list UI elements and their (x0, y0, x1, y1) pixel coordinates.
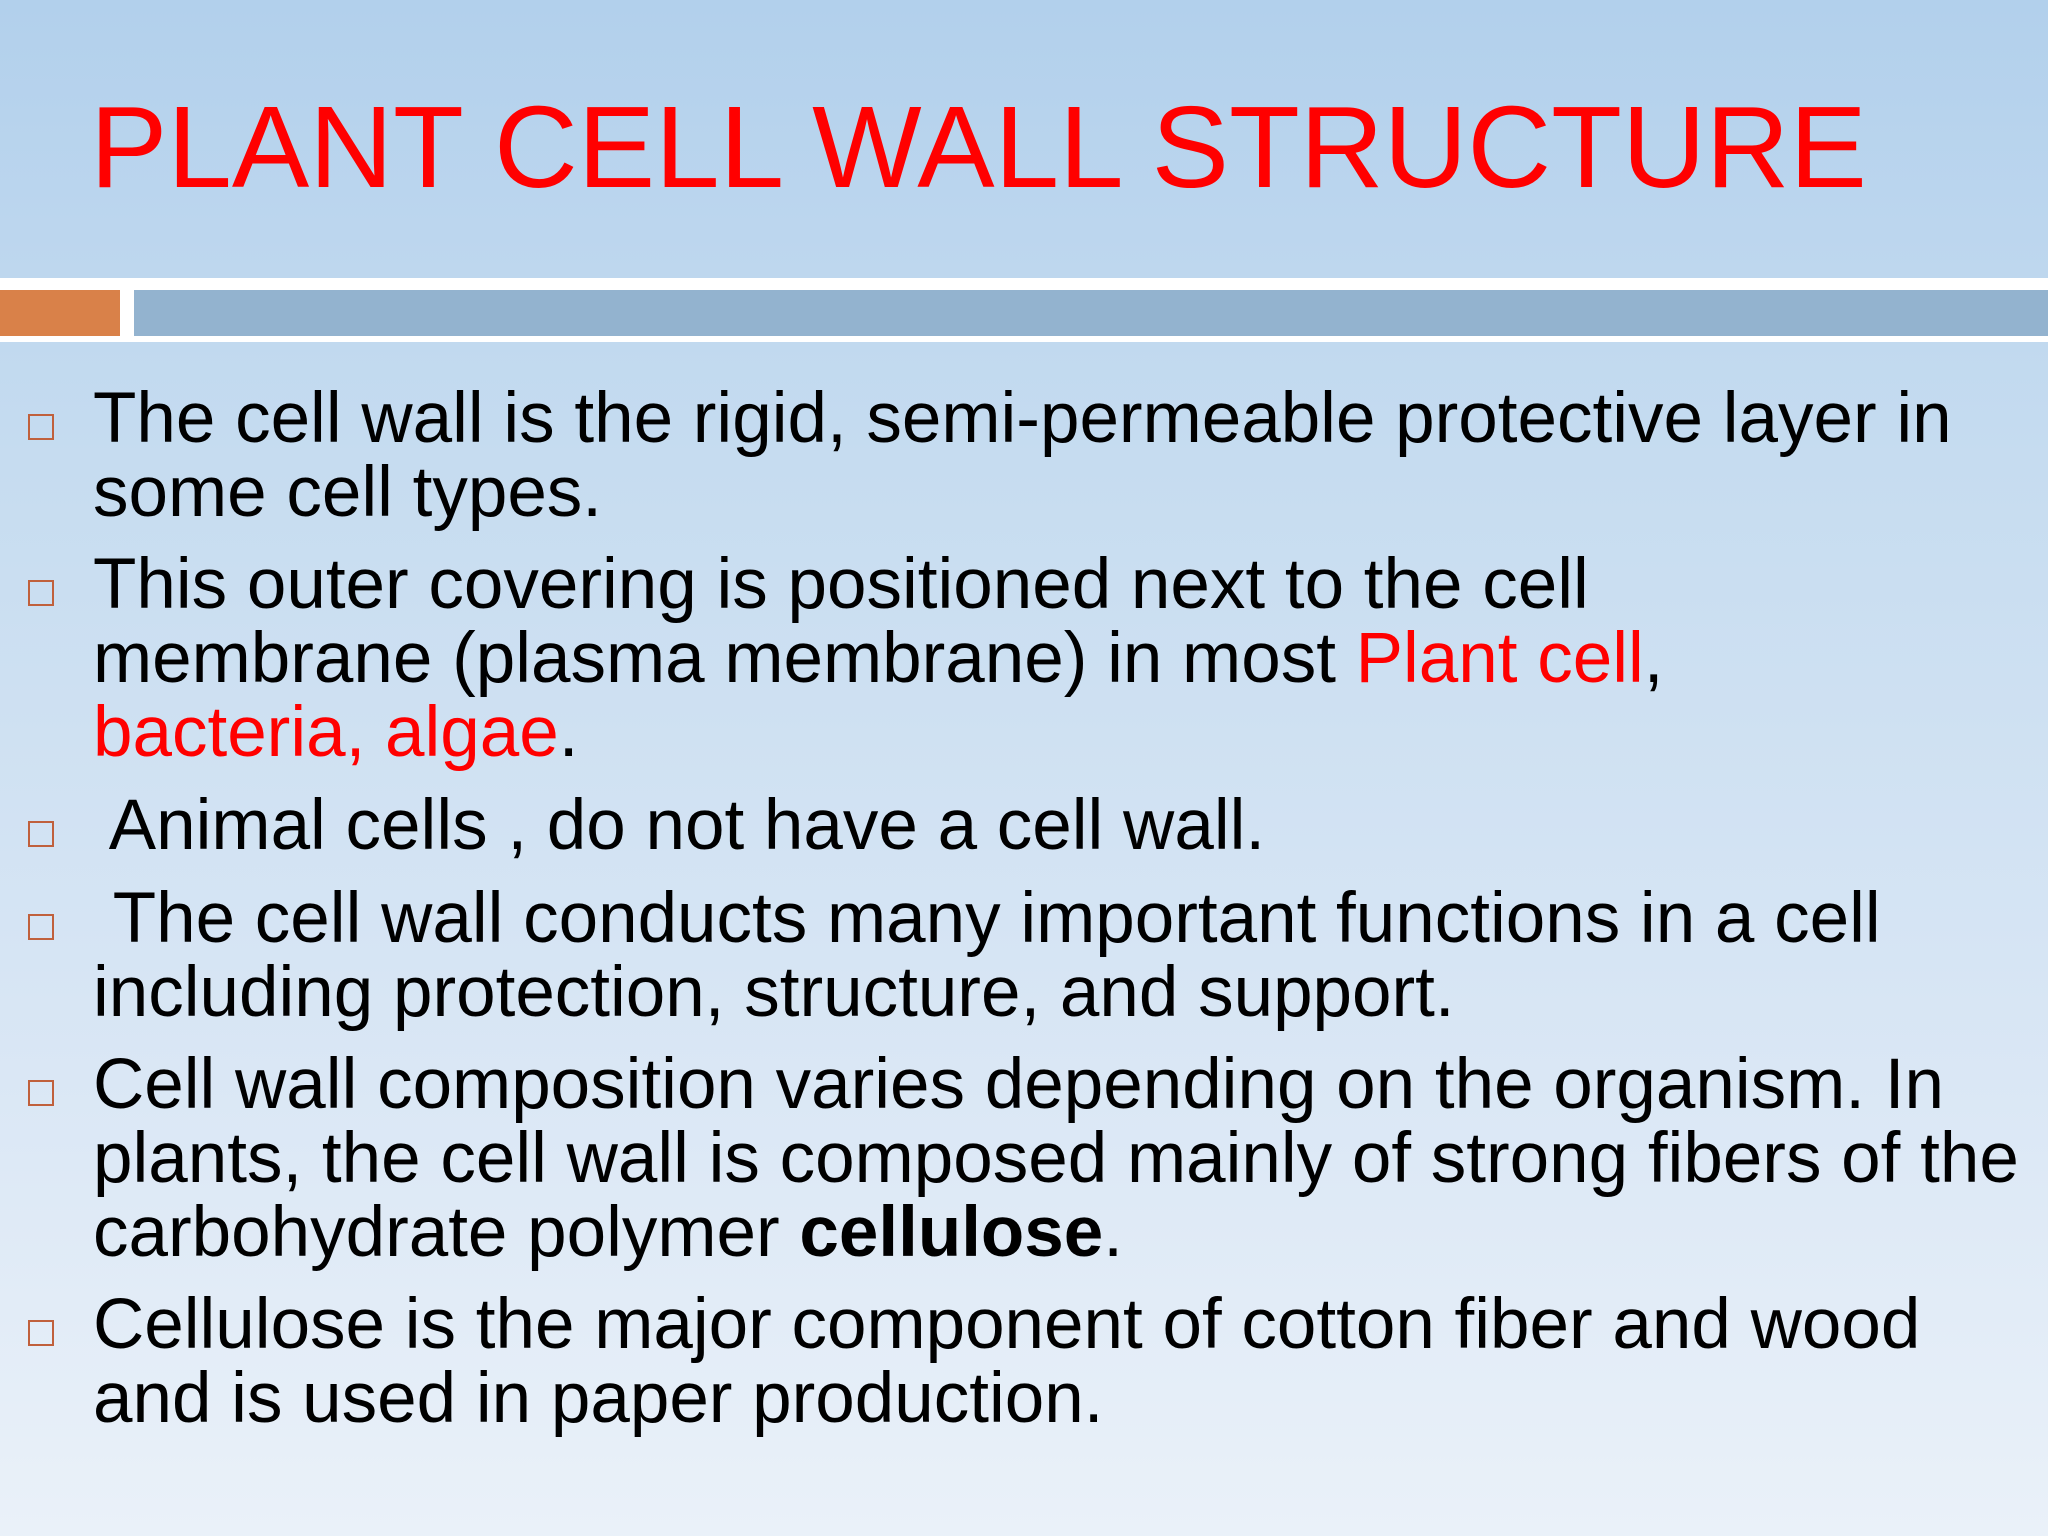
square-bullet-icon (28, 580, 54, 606)
divider-bar (134, 290, 2048, 336)
divider-accent-block (0, 290, 120, 336)
bullet-text-run: Cell wall composition varies depending o… (93, 1045, 2019, 1272)
square-bullet-icon (28, 414, 54, 440)
square-bullet-icon (28, 821, 54, 847)
bullet-text-run: . (1103, 1193, 1124, 1272)
slide-title: PLANT CELL WALL STRUCTURE (90, 82, 1867, 212)
highlight-bacteria-algae: bacteria, algae (93, 693, 559, 772)
square-bullet-icon (28, 1080, 54, 1106)
square-bullet-icon (28, 914, 54, 940)
bullet-text-run: The cell wall conducts many important fu… (93, 879, 1901, 1032)
bullet-text-run: This outer covering is positioned next t… (93, 545, 1589, 698)
highlight-plant-cell: Plant cell (1355, 619, 1644, 698)
bullet-text-run: . (558, 693, 579, 772)
bullet-text: Animal cells , do not have a cell wall. (93, 789, 2043, 863)
bullet-text: Cell wall composition varies depending o… (93, 1048, 2043, 1270)
bullet-text-run: Animal cells , do not have a cell wall. (93, 786, 1266, 865)
square-bullet-icon (28, 1320, 54, 1346)
bullet-text: The cell wall is the rigid, semi-permeab… (93, 382, 2043, 530)
bullet-text-run: The cell wall is the rigid, semi-permeab… (93, 379, 1952, 532)
bullet-text: The cell wall conducts many important fu… (93, 882, 2043, 1030)
bullet-text-run: , (1643, 619, 1664, 698)
bullet-text: Cellulose is the major component of cott… (93, 1288, 2043, 1436)
bullet-text: This outer covering is positioned next t… (93, 548, 1703, 770)
bullet-text-run: Cellulose is the major component of cott… (93, 1285, 1921, 1438)
emphasis-cellulose: cellulose (799, 1193, 1104, 1272)
